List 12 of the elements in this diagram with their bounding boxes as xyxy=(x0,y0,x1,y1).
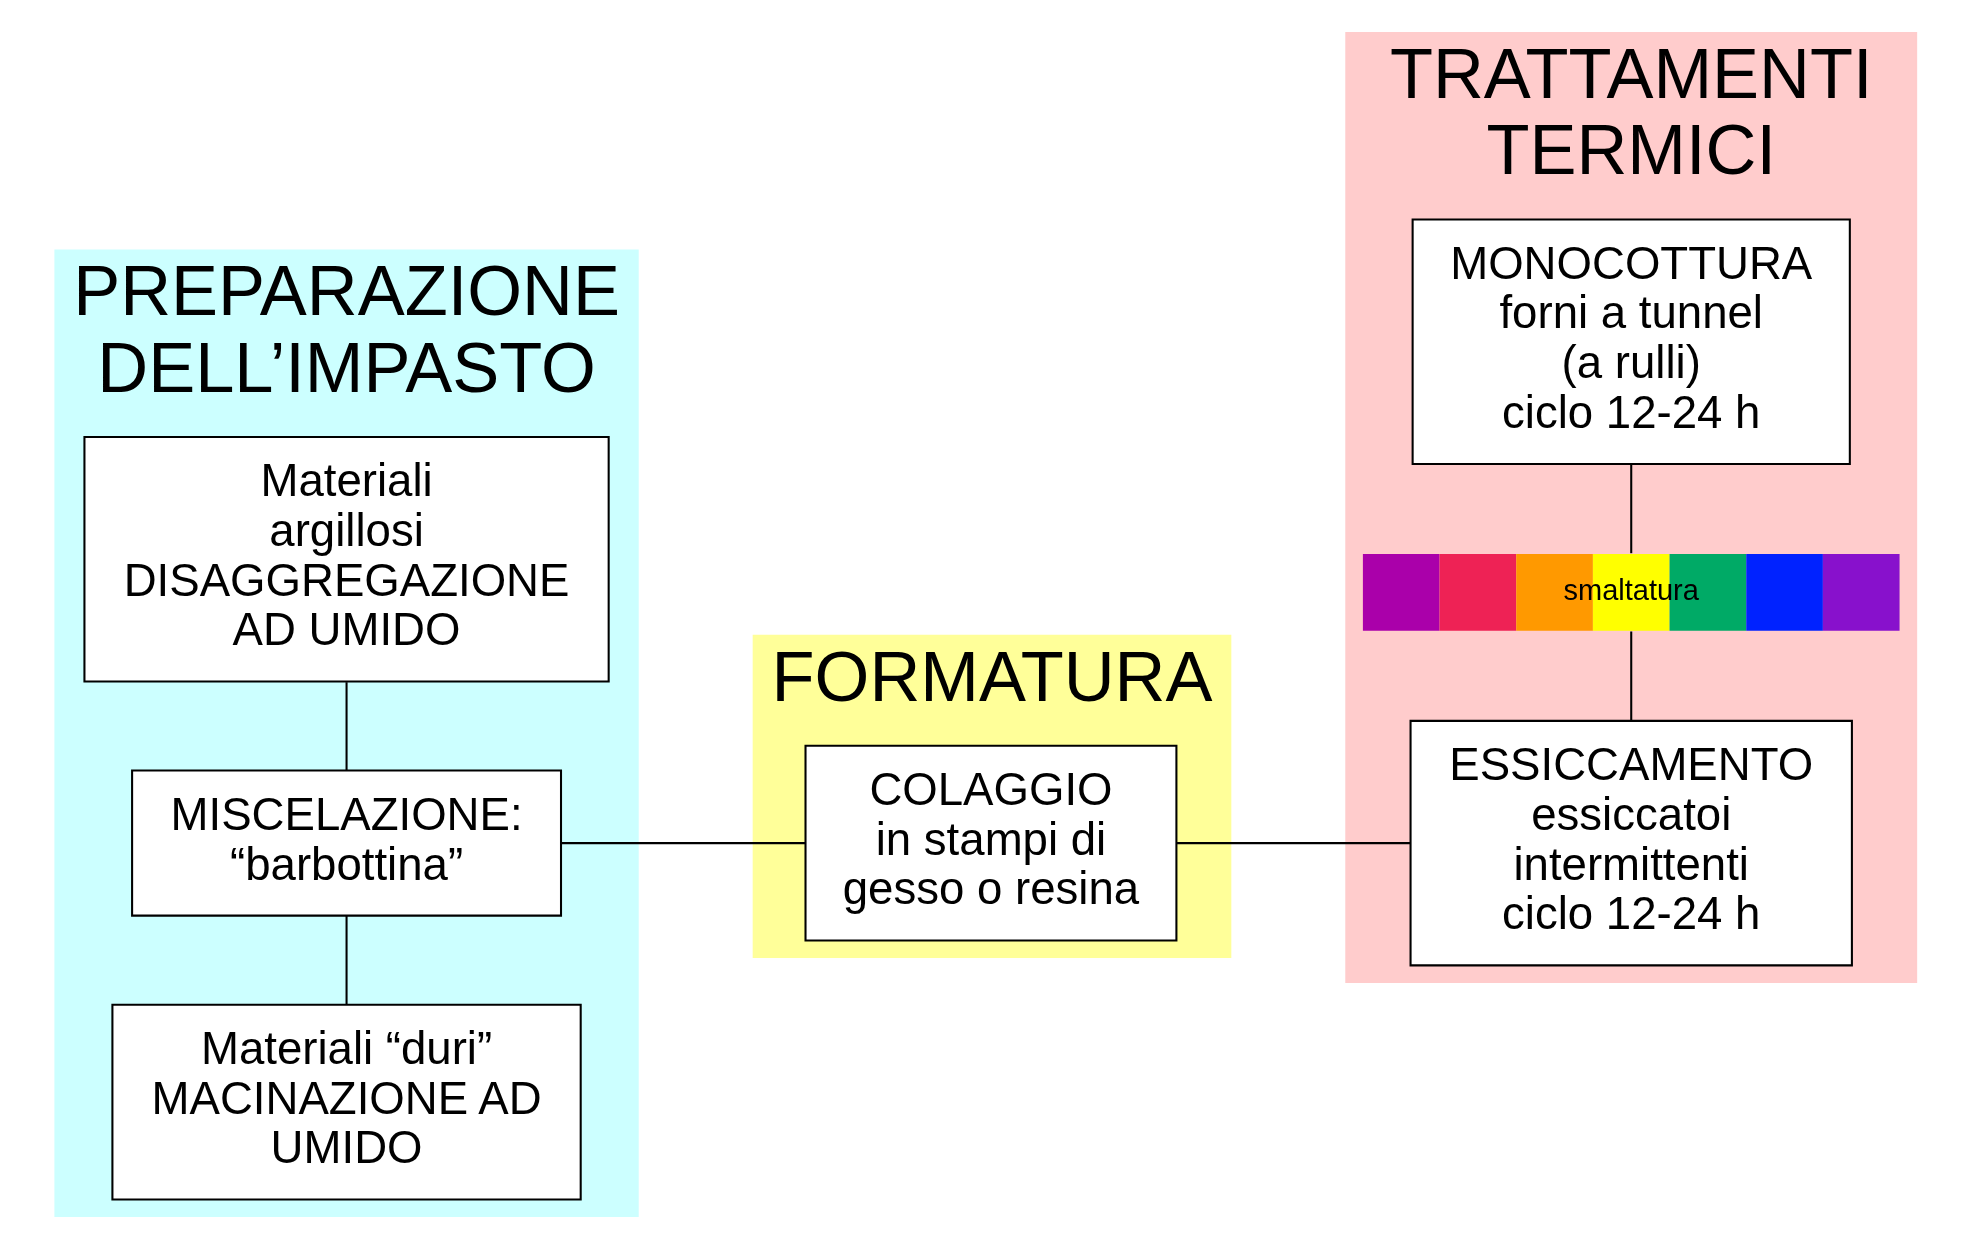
connector xyxy=(1177,842,1411,845)
connector xyxy=(1630,631,1633,721)
node-box: COLAGGIO in stampi di gesso o resina xyxy=(804,744,1178,942)
connector xyxy=(1630,463,1633,554)
connector xyxy=(345,682,348,771)
connector xyxy=(561,842,806,845)
connector xyxy=(345,916,348,1004)
node-box: ESSICCAMENTO essiccatoi intermittenti ciclo 12-24 h xyxy=(1409,719,1853,967)
node-box: Materiali “duri” MACINAZIONE AD UMIDO xyxy=(111,1003,582,1201)
node-box: MONOCOTTURA forni a tunnel (a rulli) ciclo 12-24 h xyxy=(1411,218,1851,465)
node-box: Materiali argillosi DISAGGREGAZIONE AD UMIDO xyxy=(83,435,610,683)
node-box: MISCELAZIONE: “barbottina” xyxy=(131,769,563,917)
